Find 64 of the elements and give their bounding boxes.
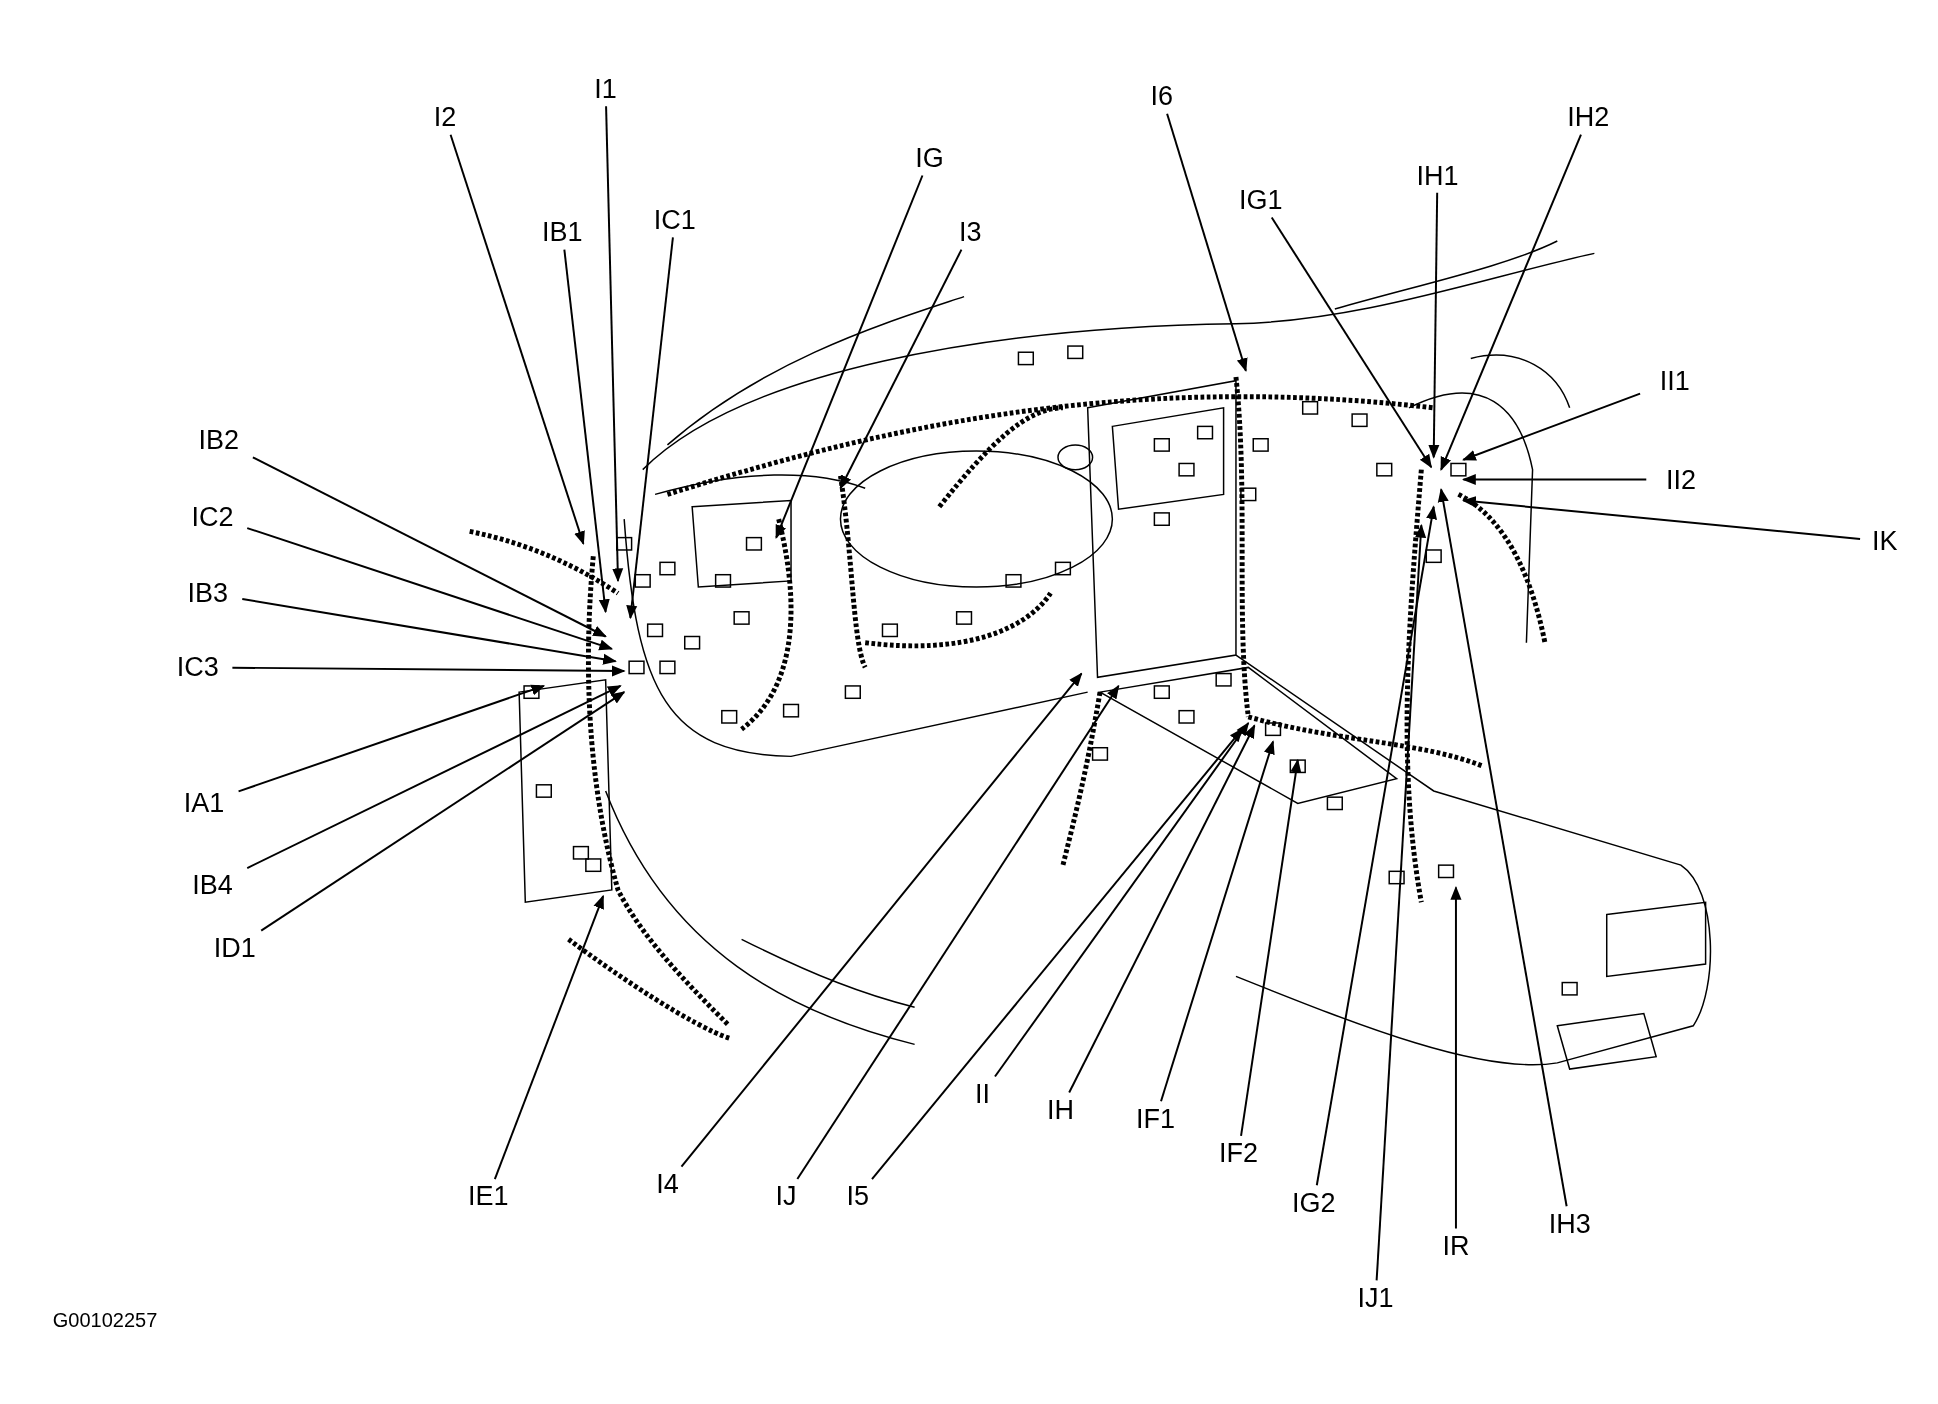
callout-label: IH2 <box>1567 102 1610 133</box>
leader-line <box>231 665 626 677</box>
callout-label: I2 <box>433 102 457 133</box>
callout-label: I6 <box>1150 81 1174 112</box>
leader-line <box>493 894 605 1181</box>
leader-line <box>1160 740 1275 1103</box>
leader-line <box>680 672 1083 1168</box>
leader-line <box>1270 216 1433 469</box>
leader-line <box>241 598 617 665</box>
leader-line <box>796 684 1120 1181</box>
callout-label: IJ <box>775 1181 797 1212</box>
callout-label: IH <box>1046 1094 1074 1125</box>
leader-line <box>994 721 1250 1078</box>
leader-line <box>246 527 614 651</box>
callout-label: I3 <box>958 217 982 248</box>
leader-line <box>1068 724 1256 1094</box>
callout-label: IB4 <box>192 869 233 900</box>
callout-label: II1 <box>1659 365 1690 396</box>
leader-line <box>251 456 607 638</box>
callout-label: IB1 <box>542 217 583 248</box>
figure-code: G00102257 <box>52 1308 158 1332</box>
leader-line <box>563 248 610 614</box>
callout-label: IJ1 <box>1357 1282 1394 1313</box>
callout-label: IH3 <box>1548 1208 1591 1239</box>
leader-line <box>1462 474 1648 486</box>
callout-label: IG <box>915 143 944 174</box>
callout-label: IH1 <box>1416 160 1459 191</box>
callout-label: II <box>975 1078 991 1109</box>
callout-label: ID1 <box>213 933 256 963</box>
callout-label: IC3 <box>176 652 219 683</box>
callout-label: IG1 <box>1238 185 1283 216</box>
leader-line <box>626 236 674 620</box>
leader-line <box>260 691 626 932</box>
leader-line <box>1240 758 1302 1137</box>
leader-line <box>1440 133 1582 471</box>
leader-line <box>1462 392 1642 461</box>
leader-line <box>1462 496 1862 540</box>
callout-label: IE1 <box>467 1181 509 1212</box>
leader-line <box>839 248 963 490</box>
callout-label: IF2 <box>1218 1138 1258 1169</box>
leader-line <box>1450 886 1462 1230</box>
callout-label: IK <box>1872 526 1898 557</box>
leader-line <box>775 174 924 539</box>
callout-label: IB3 <box>187 578 228 609</box>
callout-label: I1 <box>594 74 617 104</box>
callout-label: II2 <box>1665 464 1696 495</box>
callout-label: IB2 <box>198 425 240 455</box>
callout-label: IR <box>1442 1230 1470 1261</box>
leader-line <box>1166 112 1248 373</box>
leader-line <box>237 684 546 793</box>
callout-label: I4 <box>656 1169 679 1200</box>
callout-label: IC2 <box>191 501 234 532</box>
callout-label: I5 <box>846 1181 869 1212</box>
leader-line <box>246 684 622 869</box>
leader-line <box>1437 488 1568 1208</box>
callout-label: IA1 <box>183 788 225 819</box>
leader-line <box>1375 523 1427 1282</box>
leader-line <box>605 105 624 583</box>
callout-label: IF1 <box>1136 1103 1176 1134</box>
callout-label: IG2 <box>1292 1187 1336 1218</box>
leader-line <box>1428 191 1440 459</box>
callout-label: IC1 <box>653 205 696 235</box>
leader-line <box>1315 505 1438 1187</box>
leader-line <box>449 133 585 546</box>
